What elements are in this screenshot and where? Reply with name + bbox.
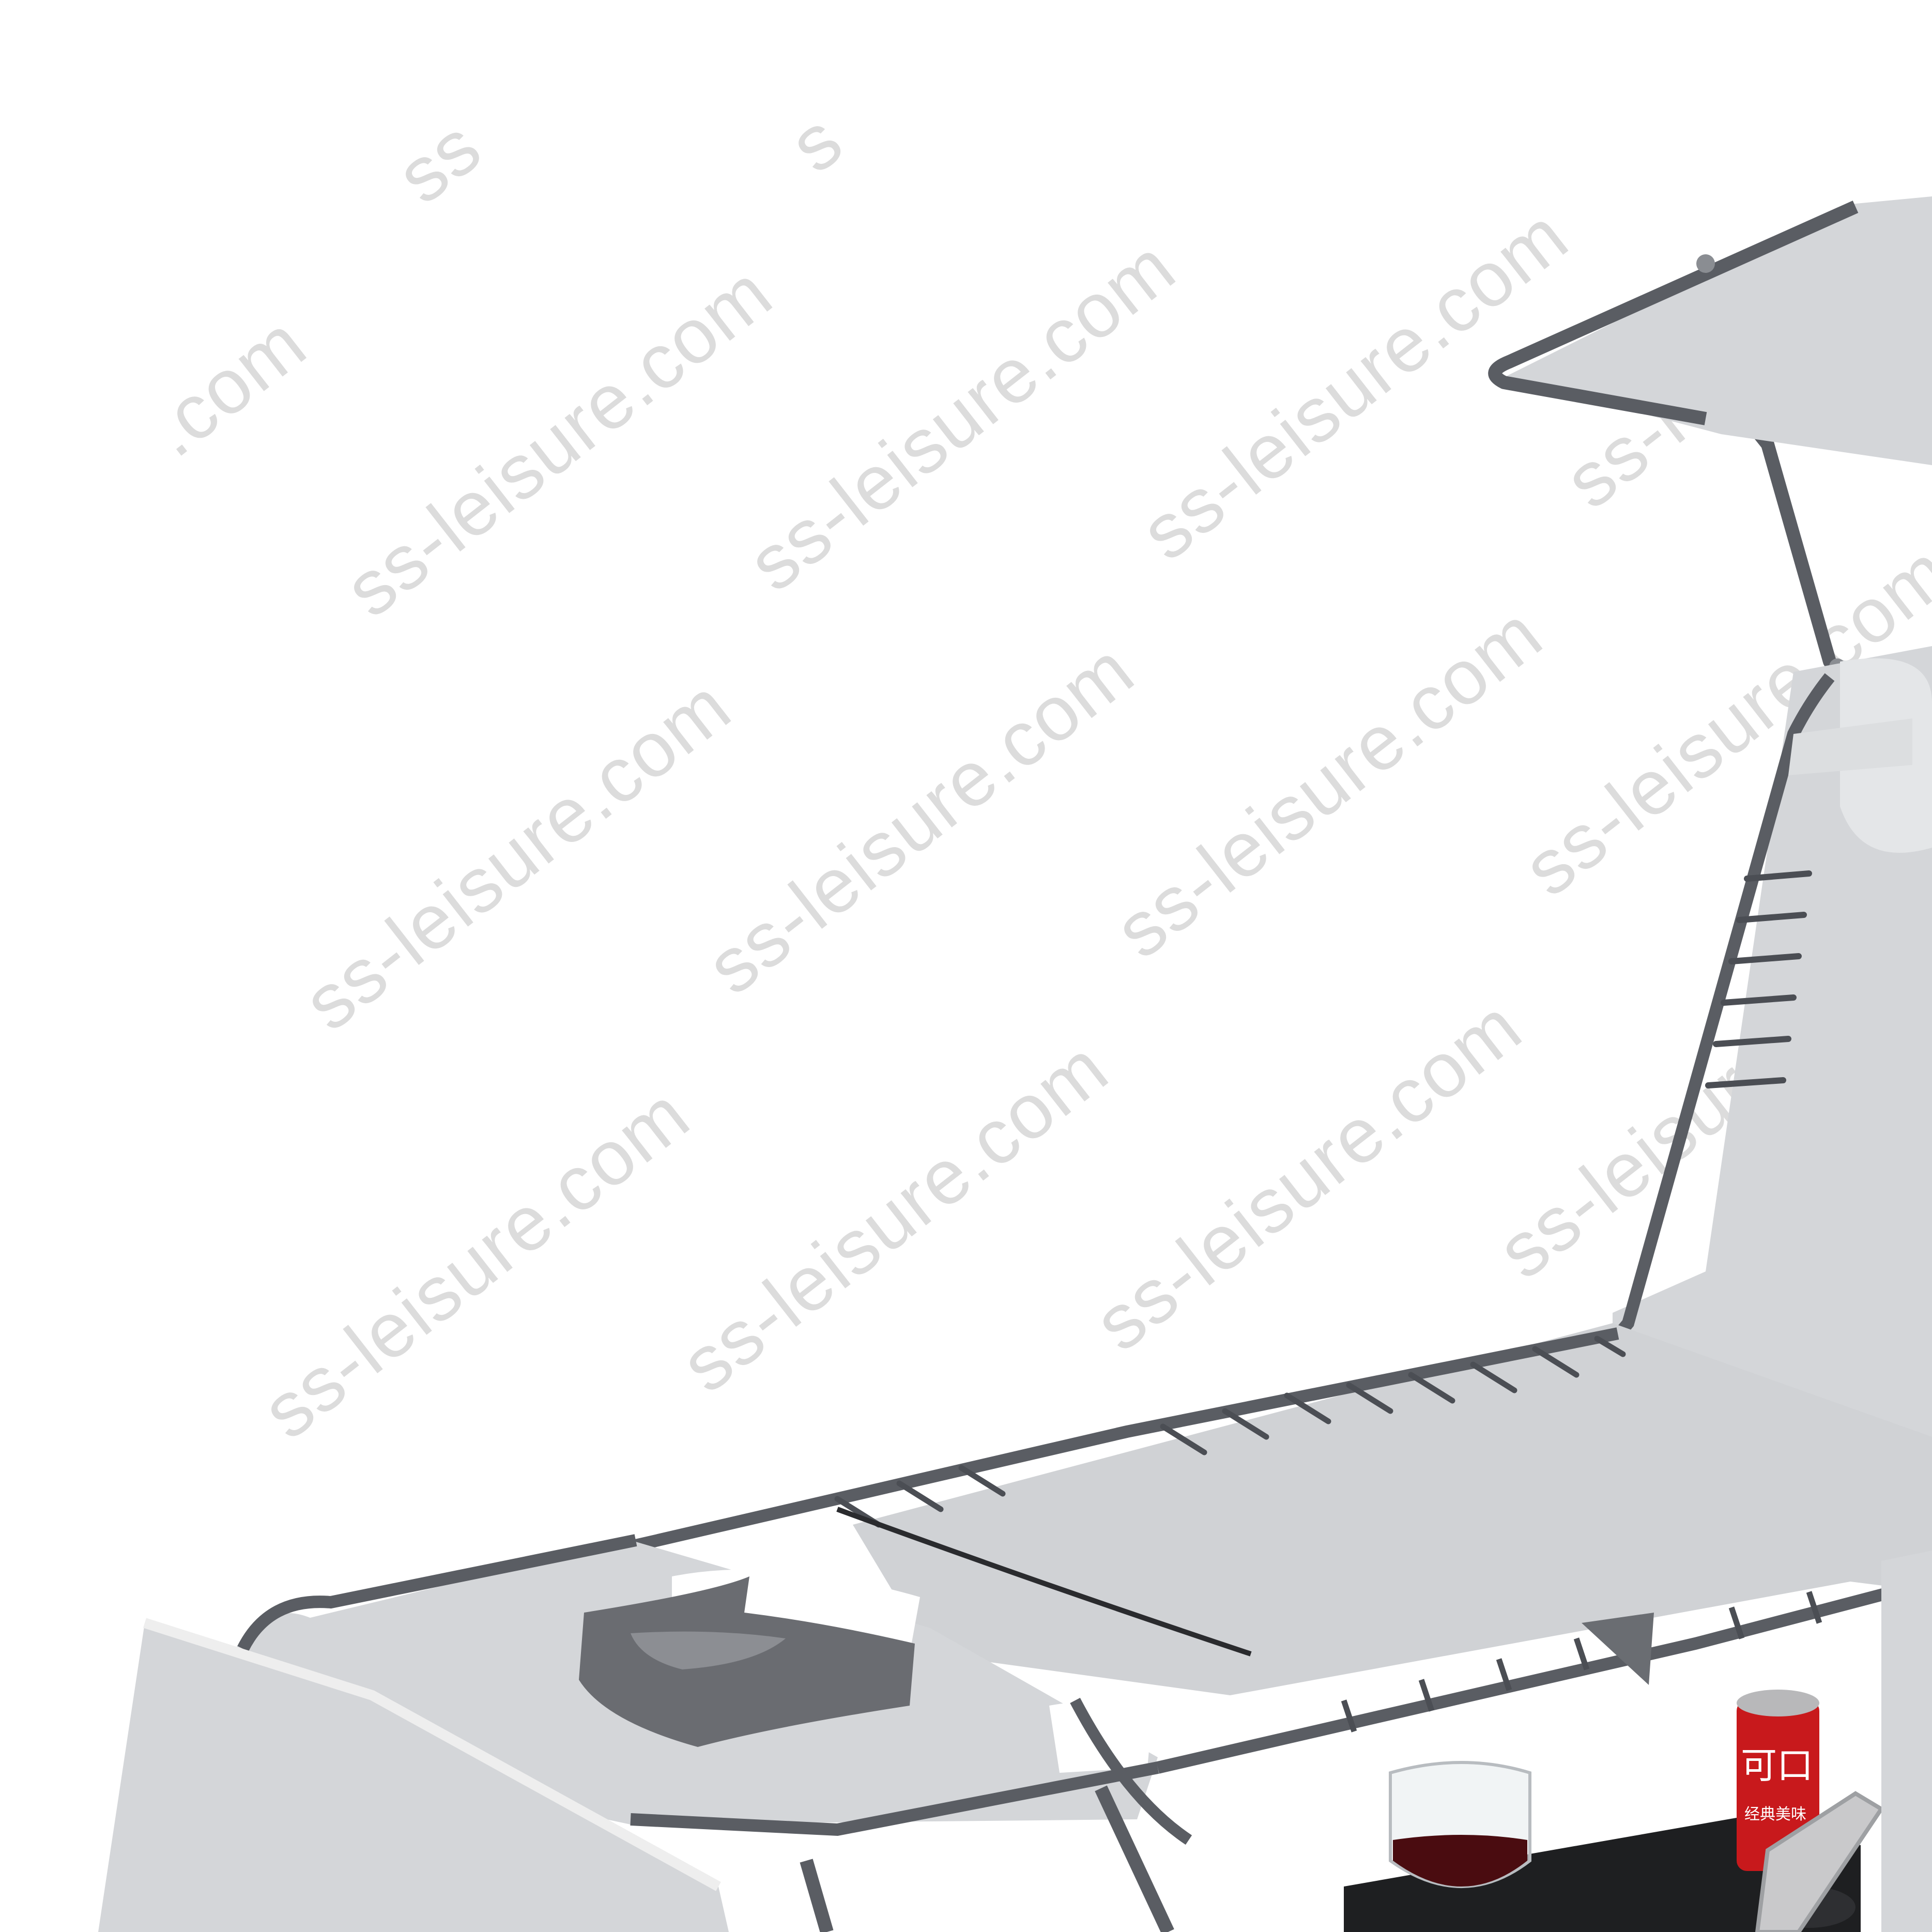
backrest (1597, 646, 1932, 1437)
can-sub-label: 经典美味 (1744, 1805, 1806, 1823)
tray-body (1344, 1814, 1861, 1932)
pillow-strap (1788, 718, 1912, 775)
side-tray: 可口 经典美味 (1344, 1690, 1884, 1932)
backrest-lacing (1705, 870, 1812, 1088)
rear-leg (1095, 1785, 1174, 1932)
face-pillow-hole (631, 1631, 786, 1669)
bungee-cord (836, 1507, 1252, 1657)
backrest-frame (1597, 673, 1835, 1358)
seat-fabric (853, 1323, 1932, 1695)
seat-lower-frame (1156, 1575, 1932, 1774)
footrest-fabric (98, 1623, 729, 1932)
can-top (1737, 1690, 1819, 1716)
smartphone (1755, 1791, 1884, 1932)
sun-canopy (1488, 196, 1932, 675)
wine-glass (1389, 1761, 1531, 1888)
cross-bar (1070, 1697, 1192, 1845)
face-frame (237, 1534, 637, 1652)
hinge-plate (1582, 1613, 1654, 1685)
canopy-bolt (1696, 254, 1715, 273)
footrest-edge (143, 1618, 721, 1891)
can-logo: 可口 (1741, 1744, 1813, 1787)
face-pillow (579, 1576, 915, 1747)
red-wine (1393, 1835, 1527, 1887)
front-leg (800, 1859, 834, 1932)
lower-lacing (1341, 1591, 1822, 1732)
seat (634, 1323, 1932, 1774)
side-pocket (1881, 1551, 1932, 1932)
seat-lacing (834, 1336, 1626, 1528)
canopy-frame (1488, 201, 1859, 425)
seat-side-frame (634, 1327, 1619, 1552)
face-frame-front (630, 1761, 1159, 1836)
front-footrest (98, 1618, 1192, 1932)
